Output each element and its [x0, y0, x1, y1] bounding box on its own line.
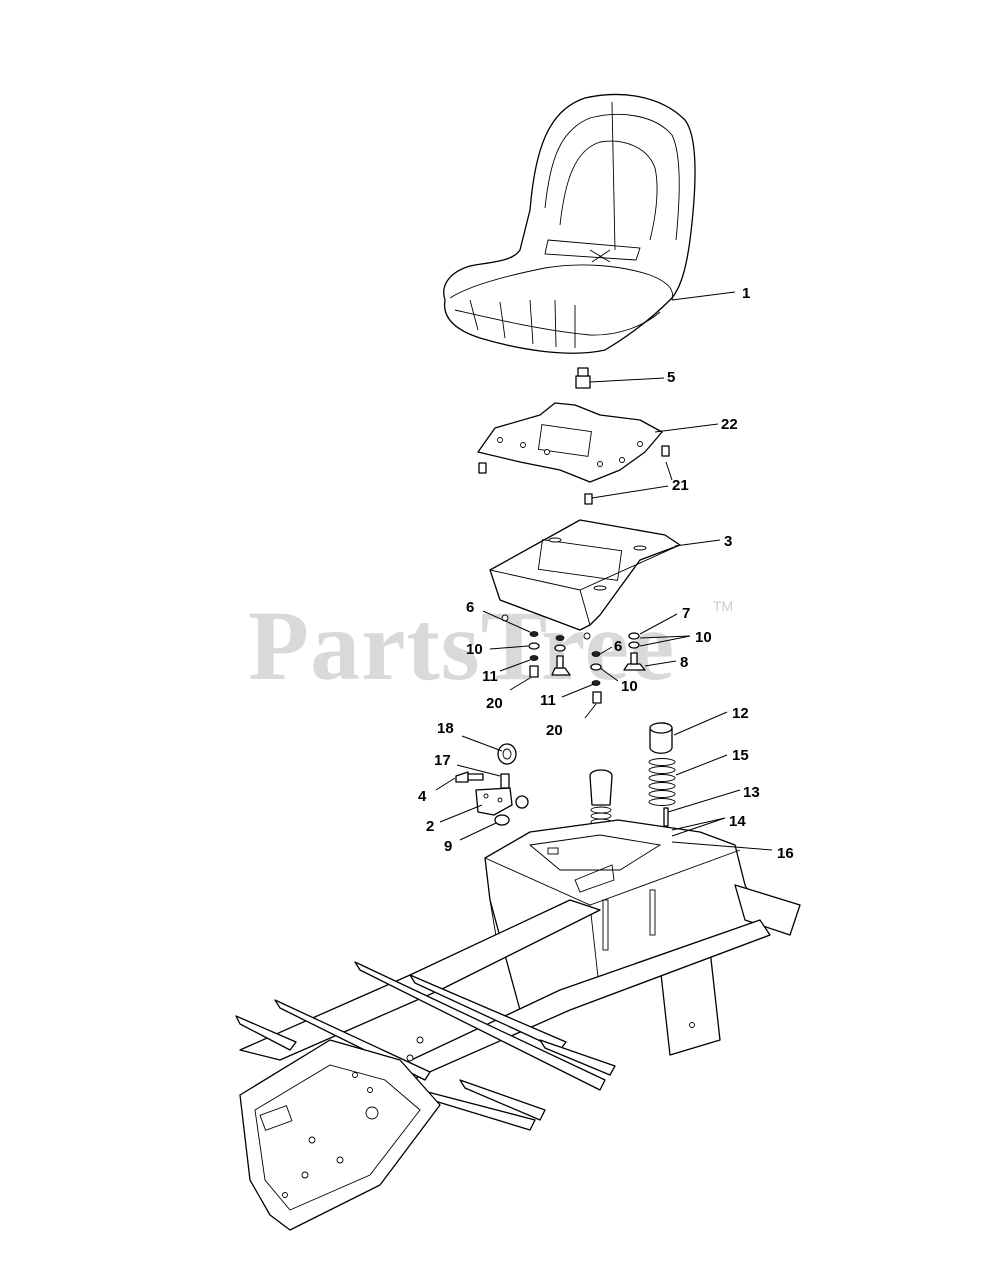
callout-13: 13 [743, 784, 760, 801]
callout-11-right: 11 [540, 692, 556, 709]
callout-2: 2 [426, 818, 434, 835]
callout-21: 21 [672, 477, 689, 494]
callout-3: 3 [724, 533, 732, 550]
seat-plate-part [477, 402, 663, 483]
callout-12: 12 [732, 705, 749, 722]
callout-17: 17 [434, 752, 451, 769]
callout-4: 4 [418, 788, 427, 805]
seat-switch-part [575, 367, 591, 389]
callout-6-left: 6 [466, 599, 474, 616]
leader-lines [435, 291, 773, 851]
seat-plate-bolts-part [478, 445, 670, 505]
callout-15: 15 [732, 747, 749, 764]
seat-part [443, 93, 696, 354]
callout-5: 5 [667, 369, 675, 386]
callout-6-right: 6 [614, 638, 622, 655]
callout-10-right-upper: 10 [695, 629, 712, 646]
callout-10-left: 10 [466, 641, 483, 658]
callout-20-right: 20 [546, 722, 563, 739]
callout-10-right-lower: 10 [621, 678, 638, 695]
callout-8: 8 [680, 654, 688, 671]
callout-20-left: 20 [486, 695, 503, 712]
callout-18: 18 [437, 720, 454, 737]
callout-labels: 1 5 22 21 3 6 7 10 6 10 8 11 10 20 11 20… [418, 285, 794, 862]
seat-bracket-part [489, 519, 681, 640]
watermark-trademark: TM [713, 598, 734, 614]
callout-1: 1 [742, 285, 750, 302]
callout-14: 14 [729, 813, 746, 830]
callout-9: 9 [444, 838, 452, 855]
callout-16: 16 [777, 845, 794, 862]
chassis-frame-part [235, 819, 801, 1231]
mounting-hardware-part [528, 631, 646, 704]
pivot-hardware-part [455, 743, 529, 826]
callout-7: 7 [682, 605, 690, 622]
callout-22: 22 [721, 416, 738, 433]
callout-11-left: 11 [482, 668, 498, 685]
